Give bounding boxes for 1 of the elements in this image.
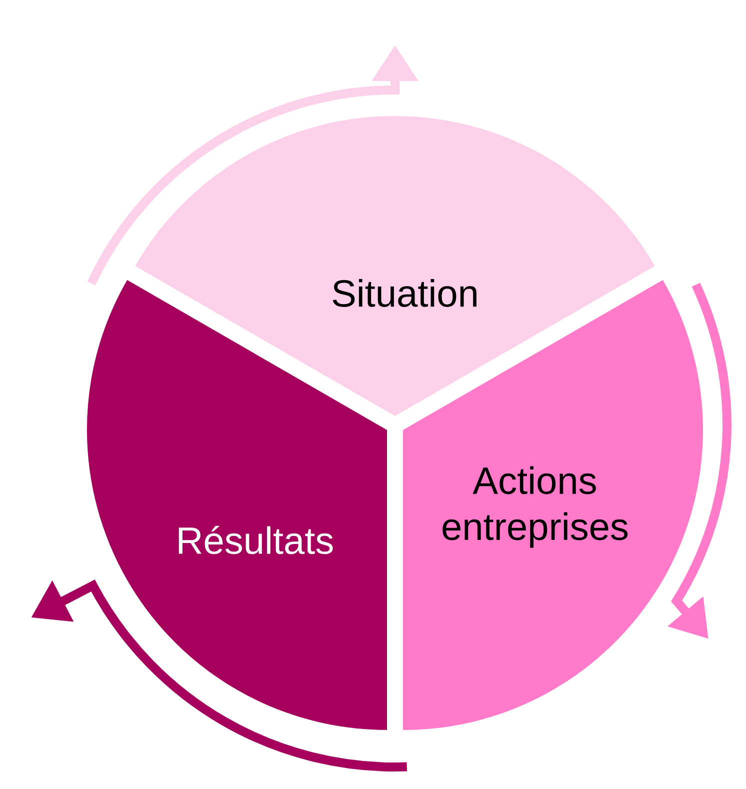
sector: Situation	[135, 116, 655, 416]
